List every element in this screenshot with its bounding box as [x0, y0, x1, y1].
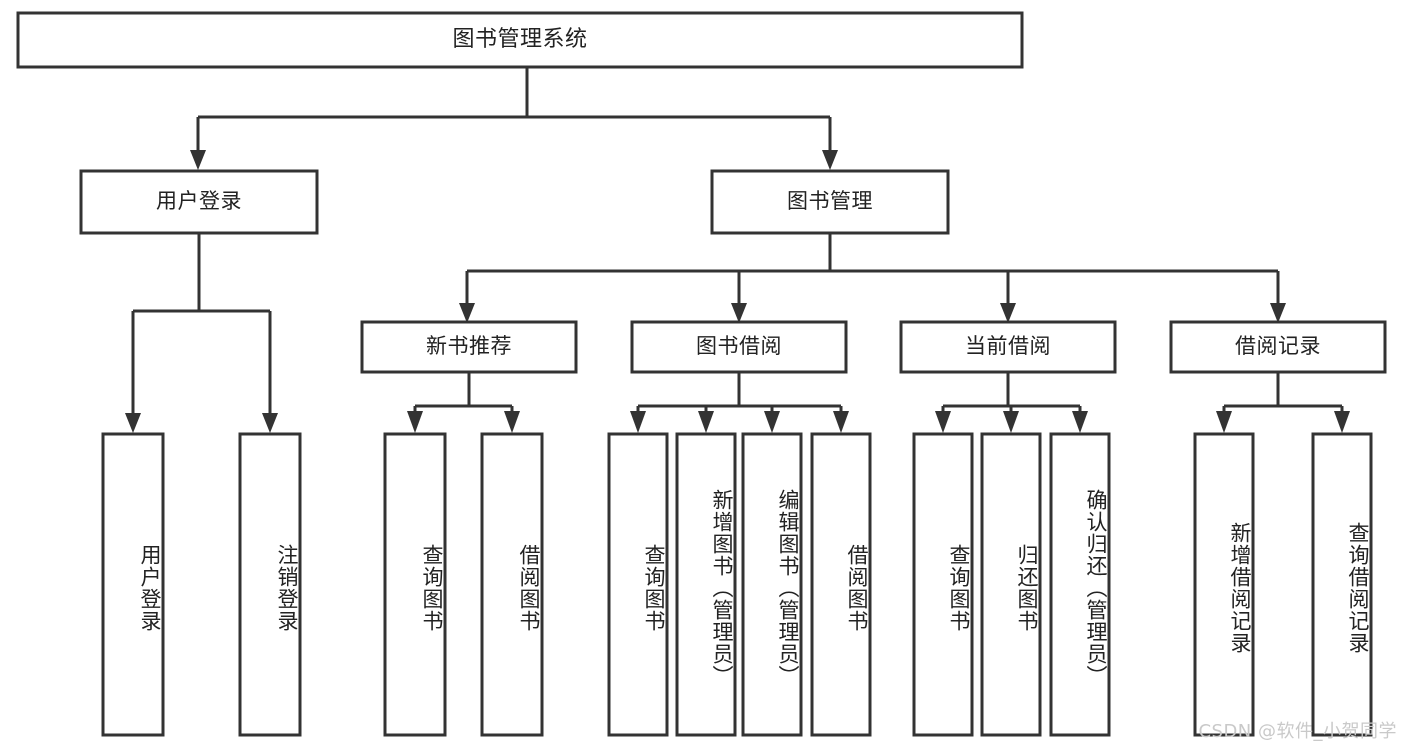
- node-box-leaf-new-book-1[interactable]: [383, 432, 447, 737]
- arrow-head-current-borrow-leaf-2: [1003, 411, 1019, 433]
- arrow-head-user-login-leaf-2: [262, 413, 278, 433]
- arrow-head-book-borrow-leaf-3: [764, 411, 780, 433]
- arrow-head-book-borrow-leaf-2: [698, 411, 714, 433]
- node-box-leaf-book-borrow-1[interactable]: [607, 432, 669, 737]
- arrow-head-book-manage: [822, 150, 838, 170]
- node-box-book-borrow[interactable]: [630, 320, 848, 374]
- arrow-head-new-book: [459, 303, 475, 323]
- node-box-leaf-current-borrow-2[interactable]: [980, 432, 1042, 737]
- node-box-leaf-borrow-record-1[interactable]: [1193, 432, 1255, 737]
- node-box-leaf-current-borrow-3[interactable]: [1049, 432, 1111, 737]
- node-box-root[interactable]: [16, 11, 1024, 69]
- node-box-leaf-current-borrow-1[interactable]: [912, 432, 974, 737]
- arrow-head-current-borrow-leaf-3: [1072, 411, 1088, 433]
- node-box-leaf-book-borrow-2[interactable]: [675, 432, 737, 737]
- arrow-head-current-borrow: [1000, 303, 1016, 323]
- node-box-new-book-recommend[interactable]: [360, 320, 578, 374]
- node-box-leaf-user-login-2[interactable]: [238, 432, 302, 737]
- arrow-head-current-borrow-leaf-1: [935, 411, 951, 433]
- node-box-current-borrow[interactable]: [899, 320, 1117, 374]
- arrow-head-book-borrow-leaf-4: [833, 411, 849, 433]
- arrow-head-borrow-record: [1270, 303, 1286, 323]
- node-box-leaf-borrow-record-2[interactable]: [1311, 432, 1373, 737]
- node-box-leaf-user-login-1[interactable]: [101, 432, 165, 737]
- node-box-leaf-new-book-2[interactable]: [480, 432, 544, 737]
- watermark-text: CSDN @软件_小贺同学: [1198, 721, 1397, 742]
- node-box-leaf-book-borrow-4[interactable]: [810, 432, 872, 737]
- node-box-leaf-book-borrow-3[interactable]: [741, 432, 803, 737]
- node-box-user-login[interactable]: [79, 169, 319, 235]
- arrow-head-new-book-leaf-1: [407, 411, 423, 433]
- arrow-head-book-borrow: [731, 303, 747, 323]
- arrow-head-borrow-record-leaf-2: [1334, 411, 1350, 433]
- arrow-head-borrow-record-leaf-1: [1216, 411, 1232, 433]
- arrow-head-new-book-leaf-2: [504, 411, 520, 433]
- arrow-head-book-borrow-leaf-1: [630, 411, 646, 433]
- arrow-head-user-login-leaf-1: [125, 413, 141, 433]
- node-box-book-manage[interactable]: [710, 169, 950, 235]
- arrow-head-user-login: [190, 150, 206, 170]
- node-box-borrow-record[interactable]: [1169, 320, 1387, 374]
